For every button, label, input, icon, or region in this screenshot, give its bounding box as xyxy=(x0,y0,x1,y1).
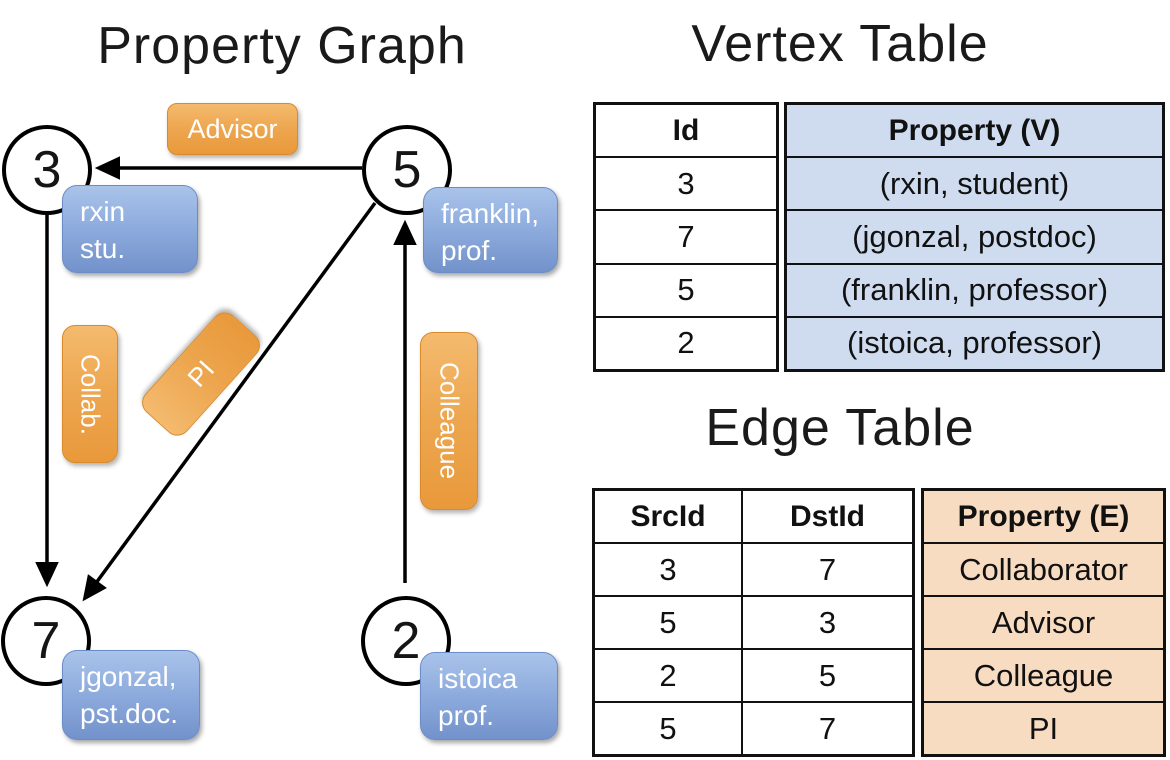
vertex-table-title: Vertex Table xyxy=(691,15,989,73)
edge-property-cell: Colleague xyxy=(924,650,1163,701)
node-label-line2: stu. xyxy=(80,233,126,264)
edge-srcid-cell: 3 xyxy=(659,551,677,587)
node-label-istoica: istoica prof. xyxy=(420,652,558,740)
vertex-id-header: Id xyxy=(672,113,700,147)
node-label-line1: rxin xyxy=(80,196,126,227)
node-id: 5 xyxy=(392,141,422,199)
property-graph-title: Property Graph xyxy=(97,17,467,75)
node-id: 3 xyxy=(32,141,62,199)
edge-label-colleague: Colleague xyxy=(420,332,478,510)
edge-property-cell: Collaborator xyxy=(924,544,1163,595)
edge-line-pi-5-to-7 xyxy=(82,201,377,602)
edge-label-text: Colleague xyxy=(434,362,465,480)
node-label-line1: istoica xyxy=(438,663,518,694)
vertex-id-cell: 2 xyxy=(677,325,695,361)
vertex-table-id-column: Id 3 7 5 2 xyxy=(593,102,779,372)
node-label-franklin: franklin, prof. xyxy=(423,187,558,273)
edge-table-title: Edge Table xyxy=(705,399,975,457)
graph-node-3: 3 xyxy=(2,125,92,215)
edge-dstid-cell: 5 xyxy=(741,650,912,701)
edge-property-cell: PI xyxy=(924,703,1163,754)
edge-label-text: Advisor xyxy=(187,113,278,144)
vertex-property-cell: (franklin, professor) xyxy=(787,264,1162,316)
node-label-rxin: rxin stu. xyxy=(62,185,198,273)
vertex-property-cell: (jgonzal, postdoc) xyxy=(787,211,1162,263)
vertex-property-cell: (istoica, professor) xyxy=(787,317,1162,370)
edge-srcid-cell: 5 xyxy=(659,604,677,640)
edge-dstid-cell: 3 xyxy=(741,597,912,648)
vertex-id-cell: 3 xyxy=(677,165,695,201)
edge-label-text: Collab. xyxy=(75,353,106,435)
vertex-id-cell: 5 xyxy=(677,272,695,308)
edge-label-collab: Collab. xyxy=(62,325,118,463)
node-label-line2: prof. xyxy=(438,700,495,731)
node-label-line2: pst.doc. xyxy=(80,698,179,729)
edge-dstid-cell: 7 xyxy=(741,703,912,754)
edge-srcid-cell: 2 xyxy=(659,657,677,693)
node-id: 2 xyxy=(391,612,421,670)
edge-table-property-column: Property (E) Collaborator Advisor Collea… xyxy=(921,488,1166,757)
node-label-line2: prof. xyxy=(441,235,498,266)
edge-label-text: PI xyxy=(181,354,220,393)
vertex-property-cell: (rxin, student) xyxy=(787,158,1162,210)
edge-srcid-header: SrcId xyxy=(630,499,706,533)
edge-property-header: Property (E) xyxy=(924,491,1163,542)
node-label-line1: jgonzal, xyxy=(80,661,177,692)
node-id: 7 xyxy=(31,612,61,670)
vertex-table-property-column: Property (V) (rxin, student) (jgonzal, p… xyxy=(784,102,1165,372)
edge-property-cell: Advisor xyxy=(924,597,1163,648)
node-label-jgonzal: jgonzal, pst.doc. xyxy=(62,650,200,740)
edge-table-ids-columns: SrcId DstId 3 7 5 3 2 5 5 7 xyxy=(592,488,915,757)
vertex-id-cell: 7 xyxy=(677,219,695,254)
edge-label-advisor: Advisor xyxy=(167,103,298,155)
node-label-line1: franklin, xyxy=(441,198,540,229)
edge-srcid-cell: 5 xyxy=(659,710,677,746)
edge-dstid-header: DstId xyxy=(741,491,912,542)
edge-dstid-cell: 7 xyxy=(741,544,912,595)
vertex-property-header: Property (V) xyxy=(787,105,1162,157)
